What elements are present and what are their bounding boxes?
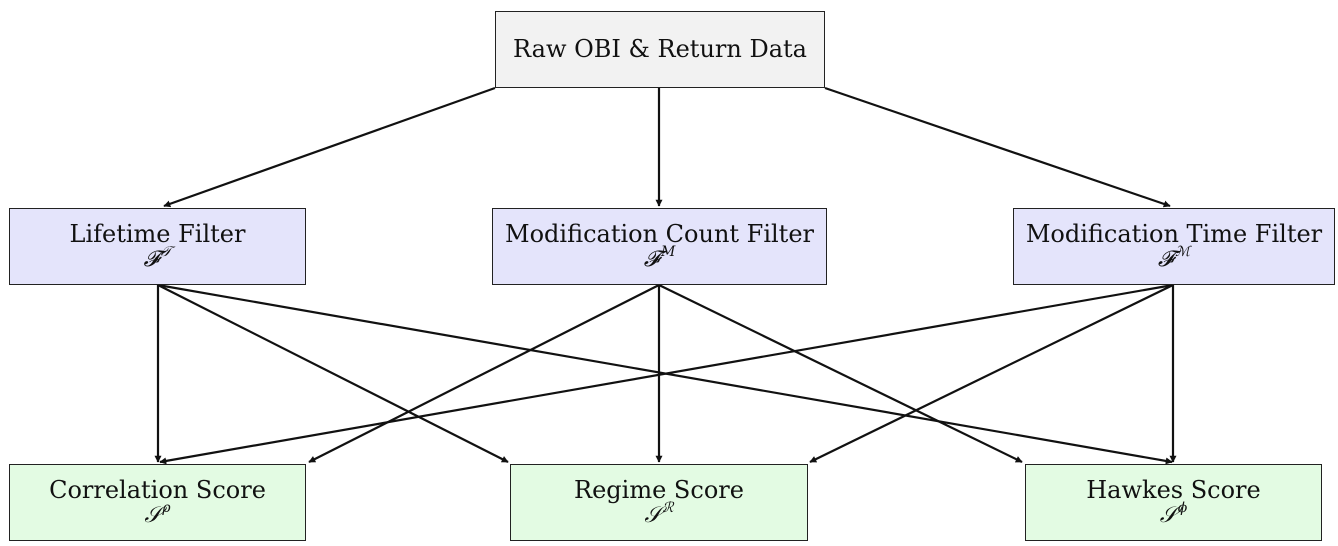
edge-raw-to-lifetime	[163, 86, 496, 208]
raw-data-node: Raw OBI & Return Data	[495, 11, 825, 88]
lifetime-filter-label: Lifetime Filter	[69, 219, 246, 248]
regime-score-node: Regime Score 𝒮ℛ	[510, 464, 808, 541]
edge-modtime-to-correlation	[159, 283, 1174, 465]
edge-raw-to-modtime	[824, 86, 1171, 208]
edge-modtime-to-regime	[809, 284, 1174, 463]
modification-time-filter-label: Modification Time Filter	[1025, 219, 1323, 248]
modification-time-filter-node: Modification Time Filter 𝓕ℳ	[1013, 208, 1335, 285]
modification-count-filter-symbol: 𝓕M	[643, 244, 676, 273]
modification-time-filter-symbol: 𝓕ℳ	[1157, 244, 1191, 273]
hawkes-score-symbol: 𝒮ϕ	[1159, 500, 1188, 529]
correlation-score-label: Correlation Score	[49, 475, 266, 504]
regime-score-label: Regime Score	[574, 475, 744, 504]
lifetime-filter-node: Lifetime Filter 𝓕𝒯	[9, 208, 306, 285]
hawkes-score-label: Hawkes Score	[1086, 475, 1261, 504]
lifetime-filter-symbol: 𝓕𝒯	[143, 244, 172, 273]
correlation-score-symbol: 𝒮ρ	[144, 500, 171, 529]
hawkes-score-node: Hawkes Score 𝒮ϕ	[1025, 464, 1322, 541]
regime-score-symbol: 𝒮ℛ	[644, 500, 674, 529]
edge-modcount-to-hawkes	[658, 284, 1023, 463]
edge-modcount-to-correlation	[308, 284, 660, 463]
edge-lifetime-to-regime	[157, 284, 509, 463]
modification-count-filter-label: Modification Count Filter	[505, 219, 814, 248]
raw-data-label: Raw OBI & Return Data	[513, 35, 807, 64]
correlation-score-node: Correlation Score 𝒮ρ	[9, 464, 306, 541]
modification-count-filter-node: Modification Count Filter 𝓕M	[492, 208, 827, 285]
